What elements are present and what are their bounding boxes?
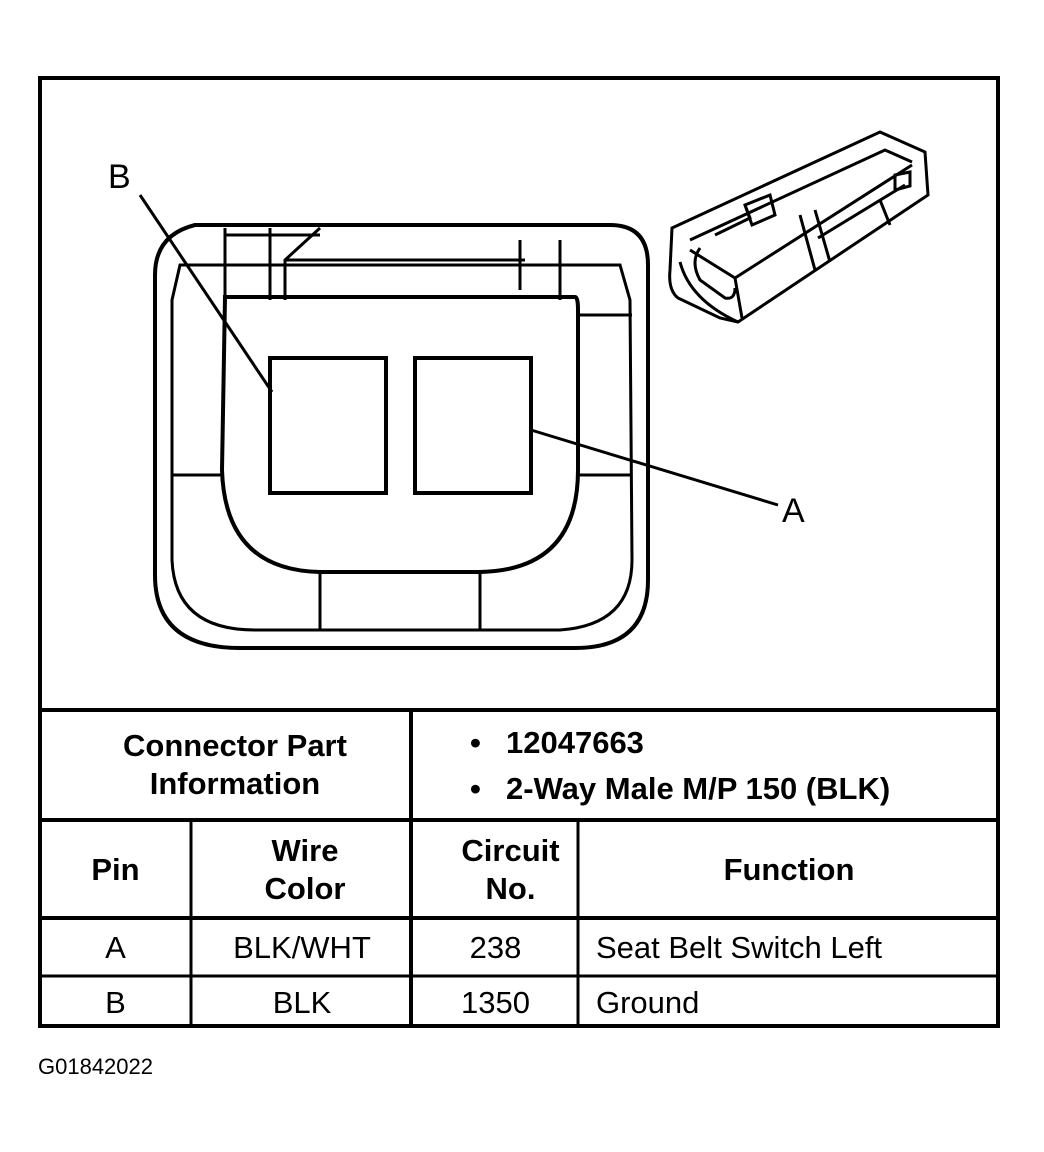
row-b-function: Ground: [596, 985, 700, 1020]
pin-housing: [219, 295, 580, 574]
leader-line-b: [138, 194, 274, 393]
diagram-frame: [38, 76, 1000, 1028]
part-info-item: • 12047663: [470, 720, 990, 766]
header-function: Function: [723, 852, 855, 887]
pin-cavity-b: [268, 356, 388, 495]
header-circuit-no: Circuit No.: [461, 833, 560, 906]
bullet: •: [470, 771, 481, 806]
part-description: 2-Way Male M/P 150 (BLK): [506, 771, 891, 806]
header-wire-color: Wire Color: [264, 833, 346, 906]
row-a-circuit: 238: [469, 930, 522, 965]
part-info-label: Connector Part Information: [100, 722, 370, 808]
part-info-label-text: Connector Part Information: [123, 728, 347, 801]
row-b-wire-color: BLK: [272, 985, 332, 1020]
row-a-pin: A: [105, 930, 126, 965]
connector-iso-drawing: [668, 130, 930, 324]
row-a-function: Seat Belt Switch Left: [596, 930, 883, 965]
callout-b-label: B: [108, 158, 131, 196]
part-info-item: • 2-Way Male M/P 150 (BLK): [470, 766, 990, 812]
row-a-wire-color: BLK/WHT: [233, 930, 371, 965]
pin-cavity-a: [413, 356, 533, 495]
connector-outer-shell: [153, 223, 650, 650]
row-b-pin: B: [105, 985, 126, 1020]
bullet: •: [470, 725, 481, 760]
part-info-list: • 12047663 • 2-Way Male M/P 150 (BLK): [470, 720, 990, 812]
leader-line-a: [530, 428, 779, 507]
row-b-circuit: 1350: [461, 985, 530, 1020]
figure-id: G01842022: [38, 1054, 153, 1079]
callout-a-label: A: [782, 492, 805, 530]
connector-inner-shell: [170, 263, 634, 632]
header-pin: Pin: [91, 852, 140, 887]
part-number: 12047663: [506, 725, 644, 760]
